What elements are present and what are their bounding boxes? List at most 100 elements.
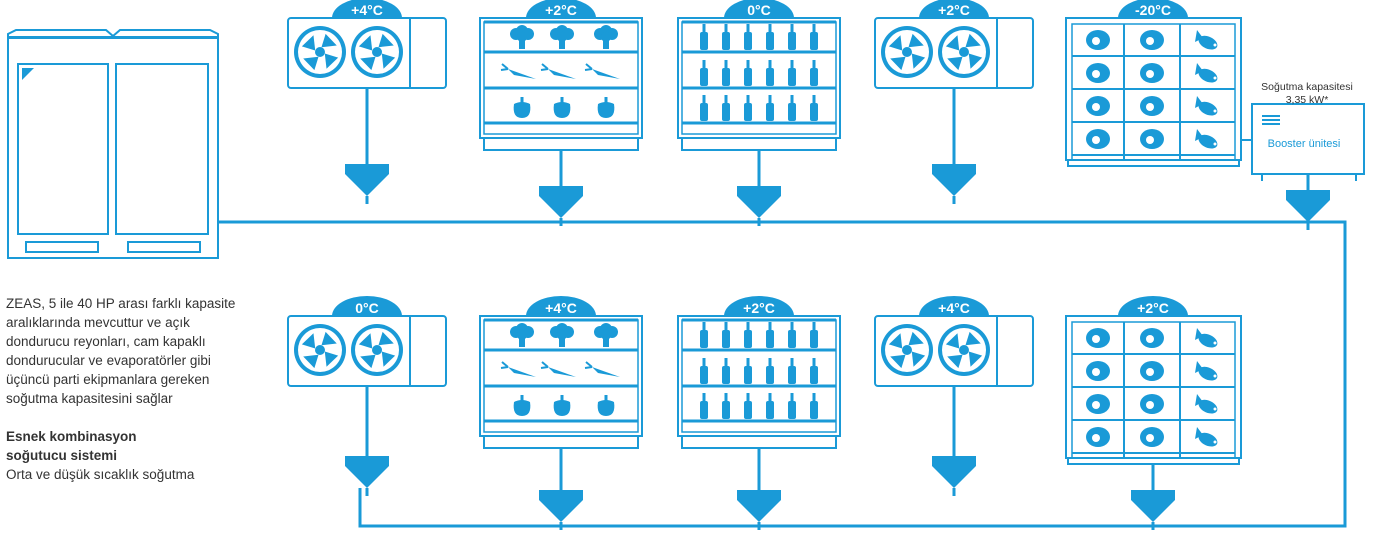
fish-icon bbox=[1195, 427, 1218, 447]
steak-icon bbox=[1140, 96, 1164, 116]
fan-icon bbox=[294, 324, 346, 376]
temperature-badge bbox=[724, 296, 794, 316]
bottle-icon bbox=[700, 95, 708, 121]
pepper-icon bbox=[553, 97, 571, 118]
bottle-icon bbox=[700, 60, 708, 86]
bottle-icon bbox=[744, 322, 752, 348]
temperature-badge bbox=[526, 0, 596, 18]
fan-icon bbox=[881, 26, 933, 78]
temperature-badge bbox=[919, 296, 989, 316]
description-subtitle: Orta ve düşük sıcaklık soğutma bbox=[6, 467, 195, 482]
steak-icon bbox=[1086, 96, 1110, 116]
broccoli-icon bbox=[594, 25, 618, 49]
arrow-down-icon bbox=[932, 386, 976, 496]
arrow-down-icon bbox=[737, 150, 781, 226]
bottle-icon bbox=[700, 322, 708, 348]
fan-icon bbox=[351, 324, 403, 376]
steak-icon bbox=[1086, 63, 1110, 83]
steak-icon bbox=[1140, 361, 1164, 381]
temperature-badge bbox=[724, 0, 794, 18]
steak-icon bbox=[1140, 129, 1164, 149]
temperature-badge bbox=[332, 0, 402, 18]
bottle-shelf-unit bbox=[677, 17, 841, 151]
bottle-icon bbox=[810, 322, 818, 348]
temperature-label: +2°C bbox=[743, 300, 775, 316]
arrow-down-icon bbox=[737, 448, 781, 530]
bottle-icon bbox=[788, 322, 796, 348]
description-text: ZEAS, 5 ile 40 HP arası farklı kapasite … bbox=[6, 296, 236, 406]
fish-icon bbox=[1195, 96, 1218, 116]
arrow-down-icon bbox=[1131, 464, 1175, 530]
pepper-icon bbox=[513, 395, 531, 416]
pepper-icon bbox=[597, 395, 615, 416]
bottle-icon bbox=[788, 358, 796, 384]
steak-icon bbox=[1140, 328, 1164, 348]
temperature-badge bbox=[919, 0, 989, 18]
fish-icon bbox=[1195, 328, 1218, 348]
carrot-icon bbox=[540, 63, 576, 79]
carrot-icon bbox=[540, 361, 576, 377]
bottle-icon bbox=[722, 358, 730, 384]
steak-icon bbox=[1086, 328, 1110, 348]
fish-icon bbox=[1195, 394, 1218, 414]
freezer-unit bbox=[1065, 315, 1242, 465]
bottle-icon bbox=[700, 393, 708, 419]
bottle-icon bbox=[744, 60, 752, 86]
steak-icon bbox=[1140, 394, 1164, 414]
broccoli-icon bbox=[550, 25, 574, 49]
carrot-icon bbox=[500, 63, 536, 79]
temperature-label: +4°C bbox=[545, 300, 577, 316]
fish-icon bbox=[1195, 30, 1218, 50]
temperature-label: +2°C bbox=[545, 2, 577, 18]
steak-icon bbox=[1086, 394, 1110, 414]
fan-icon bbox=[881, 324, 933, 376]
bottle-icon bbox=[744, 358, 752, 384]
booster-capacity-label: Soğutma kapasitesi bbox=[1261, 81, 1353, 93]
fish-icon bbox=[1195, 129, 1218, 149]
bottle-icon bbox=[788, 24, 796, 50]
temperature-badge bbox=[1118, 0, 1188, 18]
bottle-icon bbox=[766, 95, 774, 121]
bottle-icon bbox=[700, 358, 708, 384]
temperature-label: +2°C bbox=[938, 2, 970, 18]
carrot-icon bbox=[584, 63, 620, 79]
pepper-icon bbox=[597, 97, 615, 118]
steak-icon bbox=[1086, 427, 1110, 447]
fan-icon bbox=[294, 26, 346, 78]
bottle-icon bbox=[722, 95, 730, 121]
evaporator-unit bbox=[287, 315, 447, 387]
temperature-label: +2°C bbox=[1137, 300, 1169, 316]
steak-icon bbox=[1140, 63, 1164, 83]
description-block: ZEAS, 5 ile 40 HP arası farklı kapasite … bbox=[6, 294, 251, 484]
bottle-icon bbox=[788, 95, 796, 121]
arrow-down-icon bbox=[345, 386, 389, 496]
steak-icon bbox=[1086, 129, 1110, 149]
pepper-icon bbox=[553, 395, 571, 416]
temperature-label: +4°C bbox=[351, 2, 383, 18]
carrot-icon bbox=[500, 361, 536, 377]
bottle-icon bbox=[744, 24, 752, 50]
temperature-label: 0°C bbox=[747, 2, 771, 18]
bottle-icon bbox=[722, 393, 730, 419]
booster-capacity-value: 3,35 kW* bbox=[1285, 94, 1329, 106]
description-title-1: Esnek kombinasyon bbox=[6, 429, 137, 444]
bottle-icon bbox=[788, 60, 796, 86]
arrow-down-icon bbox=[1286, 174, 1330, 230]
fish-icon bbox=[1195, 361, 1218, 381]
bottle-icon bbox=[744, 393, 752, 419]
freezer-unit bbox=[1065, 17, 1242, 167]
bottle-icon bbox=[766, 24, 774, 50]
broccoli-icon bbox=[510, 25, 534, 49]
bottle-icon bbox=[788, 393, 796, 419]
vegetable-shelf-unit bbox=[479, 17, 643, 151]
temperature-badge bbox=[332, 296, 402, 316]
vegetable-shelf-unit bbox=[479, 315, 643, 449]
arrow-down-icon bbox=[539, 448, 583, 530]
broccoli-icon bbox=[510, 323, 534, 347]
bottle-icon bbox=[722, 60, 730, 86]
bottle-icon bbox=[766, 393, 774, 419]
condensing-unit-icon bbox=[7, 29, 219, 259]
temperature-label: 0°C bbox=[355, 300, 379, 316]
fan-icon bbox=[938, 324, 990, 376]
